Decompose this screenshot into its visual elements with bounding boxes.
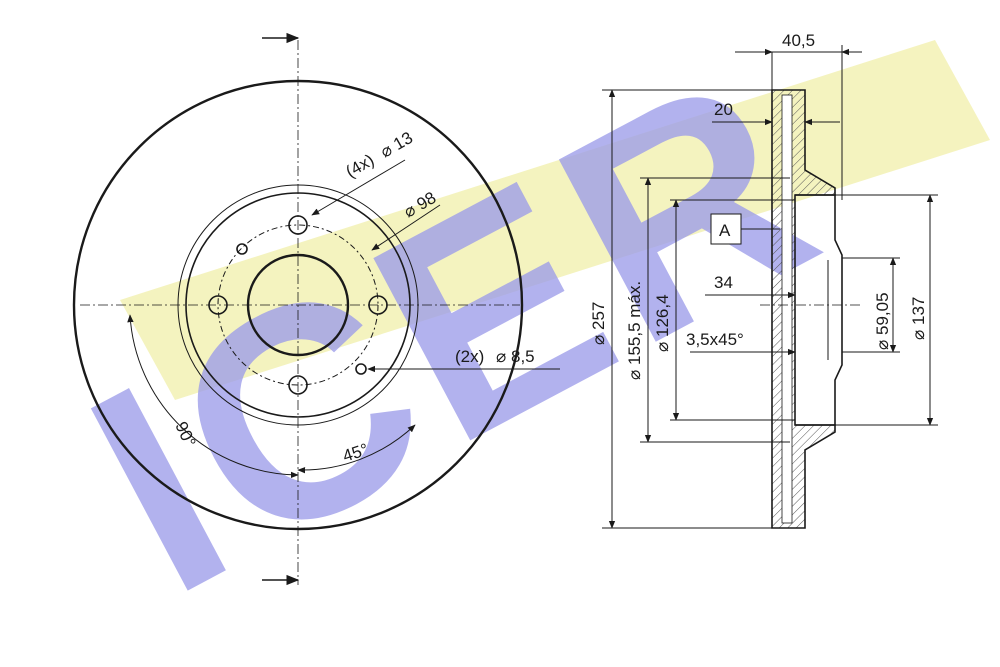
angle-arc-45: [297, 424, 416, 474]
pin-holes-count: (2x): [455, 347, 484, 366]
max-dia-value: 155,5 máx.: [625, 281, 644, 365]
diameter-symbol: ⌀: [625, 370, 644, 380]
hub-depth-label: 34: [714, 273, 733, 292]
angle-arc-90: [127, 314, 299, 479]
front-view: (4x) ⌀ 13 ⌀ 98 (2x) ⌀ 8,5 90° 45°: [72, 32, 560, 586]
hat-outer-dia-callout: ⌀ 137: [909, 297, 928, 340]
diameter-symbol: ⌀: [909, 330, 928, 340]
vent-channel: [781, 94, 793, 524]
hat-dia-value: 126,4: [653, 294, 672, 337]
hat-profile: [795, 194, 843, 426]
brand-watermark: ICER: [42, 5, 990, 657]
overall-thickness-label: 40,5: [782, 31, 815, 50]
outer-dia-callout: ⌀ 257: [589, 302, 608, 345]
outer-dia-value: 257: [589, 302, 608, 330]
bore-dia-callout: ⌀ 59,05: [873, 292, 892, 350]
bolt-holes-count: (4x): [343, 150, 378, 181]
pin-holes-dia: 8,5: [511, 347, 535, 366]
watermark-text: ICER: [42, 5, 868, 657]
max-dia-callout: ⌀ 155,5 máx.: [625, 281, 644, 380]
hat-outer-dia-value: 137: [909, 297, 928, 325]
pin-hole-upper-left: [236, 243, 248, 255]
disc-thickness-label: 20: [714, 100, 733, 119]
bolt-hole-top: [288, 215, 308, 235]
side-view: A 40,5 20 34 3,5x45° ⌀ 257 ⌀ 155,5 máx. …: [589, 31, 938, 529]
bolt-hole-left: [208, 295, 228, 315]
bolt-hole-right: [368, 295, 388, 315]
bolt-circle: [217, 224, 379, 386]
datum-letter: A: [719, 221, 731, 240]
leader-bolt-holes: [311, 159, 406, 216]
rotor-outer-edge: [72, 79, 524, 531]
bolt-holes-dia: 13: [390, 128, 416, 154]
diameter-symbol: ⌀: [873, 340, 892, 350]
leader-bolt-circle: [371, 204, 441, 251]
chamfer-label: 3,5x45°: [686, 330, 744, 349]
datum-box: [710, 213, 742, 245]
diameter-symbol: ⌀: [653, 342, 672, 352]
bore-dia-value: 59,05: [873, 292, 892, 335]
diameter-symbol: ⌀: [589, 335, 608, 345]
pin-hole-lower-right: [355, 363, 367, 375]
hat-dia-callout: ⌀ 126,4: [653, 294, 672, 352]
diameter-symbol: ⌀: [496, 347, 506, 366]
pin-holes-callout: (2x) ⌀ 8,5: [455, 347, 535, 366]
